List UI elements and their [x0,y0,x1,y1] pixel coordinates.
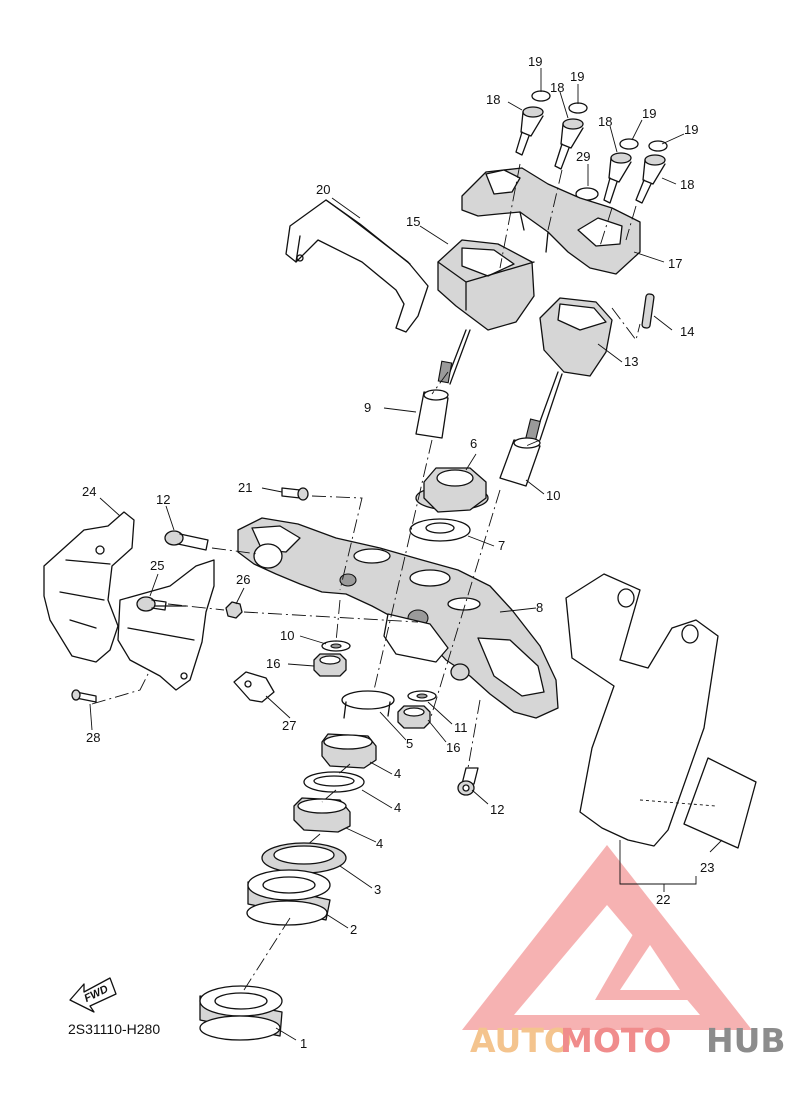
bracket-side-right [117,559,215,691]
ring-nut-4-lower [293,797,351,833]
callout-17: 17 [668,256,682,271]
watermark-auto: AUTO [470,1021,572,1060]
callout-22: 22 [656,892,670,907]
callout-7: 6 [470,436,477,451]
callout-21: 21 [238,480,252,495]
screw-28 [71,689,97,703]
bracket-20 [285,199,429,333]
callout-1: 1 [300,1036,307,1051]
upper-holder-17 [461,167,641,275]
cap-19-a [531,90,551,102]
bolt-18-left [515,106,544,156]
callout-23: 23 [700,860,714,875]
callout-18c: 18 [598,114,612,129]
callout-5: 4 [394,800,401,815]
fwd-arrow-icon: FWD [69,977,117,1013]
watermark-logo-icon [462,845,752,1030]
nut-16-a [313,653,347,677]
bolt-12-left [164,530,209,551]
cover-6 [341,690,395,719]
pin-14 [641,293,655,329]
bracket-24 [43,511,135,663]
callout-10a: 9 [364,400,371,415]
axis-lines [91,163,717,991]
cap-19-b [568,102,588,114]
callout-11b: 11 [454,720,468,735]
cap-19-c [619,138,639,150]
ring-nut-4-upper [321,733,377,769]
callout-15: 15 [406,214,420,229]
upper-bracket-9 [237,517,559,719]
callout-27: 27 [282,718,296,733]
callout-18a: 18 [486,92,500,107]
washer-8 [409,518,471,542]
callout-19a: 19 [528,54,542,69]
callout-11a: 10 [280,628,294,643]
callout-3: 3 [374,882,381,897]
callout-28: 28 [86,730,100,745]
callout-16b: 16 [446,740,460,755]
nut-16-b [397,705,431,729]
bolt-18-b [554,118,584,170]
callout-12a: 12 [156,492,170,507]
callout-14: 14 [680,324,694,339]
washer-5 [303,771,365,793]
callout-19c: 19 [642,106,656,121]
callout-19d: 19 [684,122,698,137]
watermark-text: AUTO MOTO HUB [470,1021,786,1060]
callout-18b: 18 [550,80,564,95]
washer-11-b [407,690,437,702]
callout-13: 13 [624,354,638,369]
bolt-12-right [457,767,479,796]
callout-6: 5 [406,736,413,751]
bolt-21 [281,487,309,501]
dust-seal-3 [261,842,347,874]
steering-nut-7 [415,467,489,513]
callout-26: 26 [236,572,250,587]
watermark-moto: MOTO [560,1021,671,1060]
label-23 [683,757,757,849]
lower-holder-15 [437,239,535,385]
callout-29: 29 [576,149,590,164]
bearing-2 [246,869,331,926]
plate-22 [565,573,719,847]
callout-8: 7 [498,538,505,553]
bolt-18-d [635,154,666,204]
callout-10b: 10 [546,488,560,503]
callout-24: 24 [82,484,96,499]
bearing-1 [199,985,283,1041]
bolt-18-c [603,152,632,204]
watermark-hub: HUB [706,1021,786,1060]
callout-18d: 18 [680,177,694,192]
callout-4b: 4 [376,836,383,851]
diagram-code: 2S31110-H280 [68,1021,160,1037]
bolt-25 [136,596,167,612]
callout-16a: 16 [266,656,280,671]
callout-20: 20 [316,182,330,197]
callout-25: 25 [150,558,164,573]
lower-holder-13 [525,297,613,442]
clamp-27 [233,671,275,703]
damper-10-right [499,437,541,487]
callout-12b: 12 [490,802,504,817]
callout-9: 8 [536,600,543,615]
callout-labels: 19 19 18 18 19 18 19 29 18 20 15 17 14 1… [82,54,714,1051]
callout-19b: 19 [570,69,584,84]
nut-26 [225,601,243,619]
callout-2: 2 [350,922,357,937]
damper-10-left [415,389,449,439]
washer-11-a [321,640,351,652]
leader-lines [89,68,723,1041]
callout-4a: 4 [394,766,401,781]
